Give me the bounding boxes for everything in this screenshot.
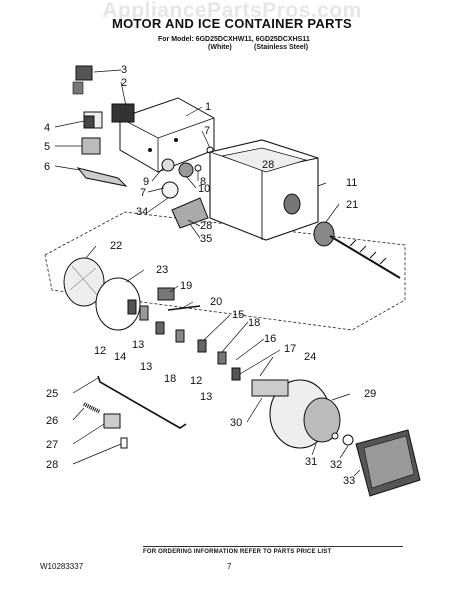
auger-hub	[313, 221, 335, 247]
part-10-bulb-socket	[178, 162, 194, 178]
callout-13b: 13	[140, 361, 152, 373]
callout-33: 33	[343, 475, 355, 487]
plate-part-5	[81, 137, 101, 155]
callout-28a: 28	[262, 159, 274, 171]
callout-8: 8	[200, 176, 206, 188]
bracket-27	[103, 413, 121, 429]
callout-25: 25	[46, 388, 58, 400]
part-9-washer	[161, 158, 175, 172]
part-35-light-cover	[171, 197, 209, 229]
callout-35: 35	[200, 233, 212, 245]
part-8-screw	[194, 164, 202, 172]
callout-30: 30	[230, 417, 242, 429]
rod-25	[97, 375, 187, 429]
callout-21: 21	[346, 199, 358, 211]
switch-part-2	[111, 103, 135, 123]
callout-17: 17	[284, 343, 296, 355]
callout-5: 5	[44, 141, 50, 153]
callout-24: 24	[304, 351, 316, 363]
page-title: MOTOR AND ICE CONTAINER PARTS	[111, 16, 353, 31]
callout-1: 1	[205, 101, 211, 113]
callout-2: 2	[121, 77, 127, 89]
page-number: 7	[227, 562, 232, 571]
cover-part-4	[83, 115, 95, 129]
callout-28c: 28	[46, 459, 58, 471]
callout-10: 10	[198, 183, 210, 195]
callout-34: 34	[136, 206, 148, 218]
bracket-30	[251, 379, 289, 397]
callout-13a: 13	[132, 339, 144, 351]
callout-6: 6	[44, 161, 50, 173]
callout-22: 22	[110, 240, 122, 252]
auger-shaft	[329, 235, 401, 279]
callout-29: 29	[364, 388, 376, 400]
callout-18b: 18	[164, 373, 176, 385]
ordering-info: FOR ORDERING INFORMATION REFER TO PARTS …	[143, 549, 332, 555]
variant-stainless: (Stainless Steel)	[254, 44, 309, 51]
pin-20	[167, 305, 201, 311]
washer-32	[342, 434, 354, 446]
footer-rule	[143, 546, 403, 547]
callout-18a: 18	[248, 317, 260, 329]
callout-32: 32	[330, 459, 342, 471]
callout-14: 14	[114, 351, 126, 363]
callout-13c: 13	[200, 391, 212, 403]
callout-12b: 12	[190, 375, 202, 387]
solenoid-19	[157, 287, 175, 301]
callout-16: 16	[264, 333, 276, 345]
cam-23	[95, 277, 141, 331]
callout-15: 15	[232, 309, 244, 321]
document-number: W10283337	[40, 562, 84, 571]
callout-12a: 12	[94, 345, 106, 357]
assembly-boundary	[44, 211, 406, 331]
leader-lines	[54, 69, 361, 477]
callout-19: 19	[180, 280, 192, 292]
ice-container	[209, 139, 319, 241]
callout-9: 9	[143, 176, 149, 188]
watermark: AppliancePartsPros.com	[102, 0, 362, 22]
callout-27: 27	[46, 439, 58, 451]
callout-20: 20	[210, 296, 222, 308]
spring-26	[83, 402, 101, 414]
callout-28b: 28	[200, 220, 212, 232]
callout-23: 23	[156, 264, 168, 276]
callout-4: 4	[44, 122, 50, 134]
callout-3: 3	[121, 64, 127, 76]
callout-7b: 7	[140, 187, 146, 199]
variant-white: (White)	[208, 44, 232, 51]
callout-31: 31	[305, 456, 317, 468]
model-numbers: For Model: 6GD25DCXHW11, 6GD25DCXHS11	[158, 36, 310, 43]
part-34-bulb	[161, 181, 179, 199]
callout-26: 26	[46, 415, 58, 427]
arm-part-6	[76, 167, 128, 187]
screw-28	[120, 437, 128, 449]
callout-11: 11	[346, 177, 357, 189]
callout-7a: 7	[204, 125, 210, 137]
connector-part-3	[75, 65, 93, 81]
